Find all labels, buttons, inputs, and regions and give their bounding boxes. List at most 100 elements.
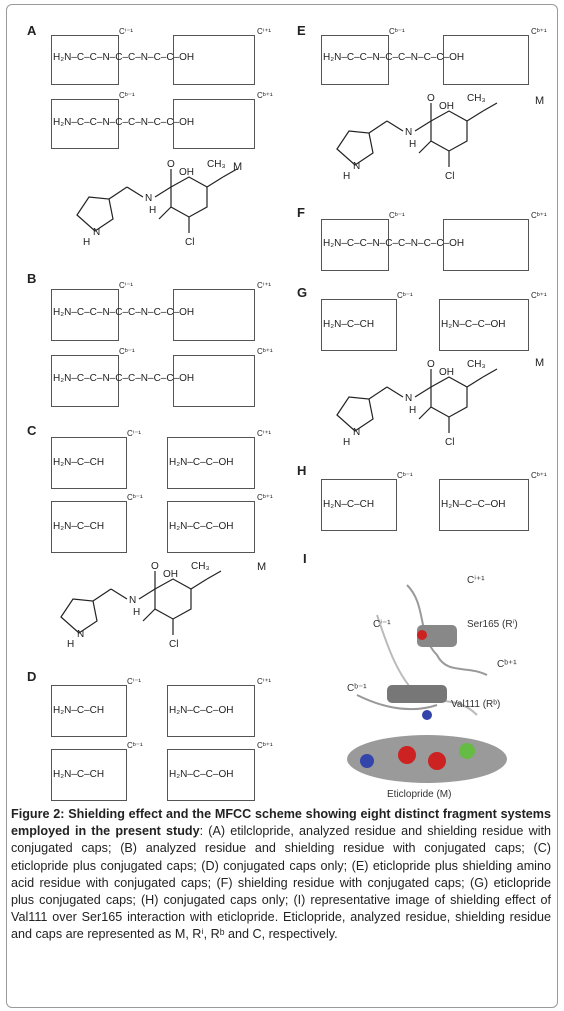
tripeptide-fragment: H₂N–C–C–N–C–C–N–C–C–OH — [323, 238, 465, 249]
cap-box — [439, 299, 529, 351]
svg-text:O: O — [427, 93, 435, 104]
svg-text:CH₃: CH₃ — [191, 561, 210, 572]
tripeptide-fragment: H₂N–C–C–N–C–C–N–C–C–OH — [323, 52, 465, 63]
tripeptide-fragment: H₂N–C–C–N–C–C–N–C–C–OH — [53, 307, 195, 318]
svg-text:H: H — [343, 437, 350, 448]
svg-text:N: N — [129, 595, 136, 606]
panel-label-c: C — [27, 423, 37, 438]
val111-label: Val111 (Rᵇ) — [451, 699, 500, 710]
cap-box — [51, 685, 127, 737]
svg-text:OH: OH — [163, 569, 178, 580]
cap-label: Cᵇ⁺¹ — [531, 27, 547, 36]
cap-box — [321, 219, 389, 271]
cap-label: Cᵇ⁻¹ — [127, 493, 143, 502]
svg-text:N: N — [405, 127, 412, 138]
caption-body: : (A) etilclopride, analyzed residue and… — [11, 824, 551, 942]
cap-fragment: H₂N–C–C–OH — [169, 521, 234, 532]
cap-box — [173, 99, 255, 149]
cap-label: Cᵇ⁺¹ — [531, 211, 547, 220]
svg-text:Cl: Cl — [445, 171, 454, 182]
cap-fragment: H₂N–C–CH — [53, 457, 105, 468]
cap-label: Cᵇ⁺¹ — [531, 291, 547, 300]
svg-text:N: N — [93, 227, 100, 238]
cap-label: Cⁱ⁺¹ — [257, 677, 272, 686]
cap-box — [321, 479, 397, 531]
tripeptide-fragment: H₂N–C–C–N–C–C–N–C–C–OH — [53, 52, 195, 63]
cap-box — [443, 35, 529, 85]
cap-label: Cⁱ⁺¹ — [467, 575, 485, 586]
cap-box — [167, 501, 255, 553]
eticlopride-structure: N H O OH CH₃ Cl N H — [76, 159, 238, 248]
cap-label: Cⁱ⁻¹ — [127, 677, 142, 686]
cap-box — [51, 501, 127, 553]
molecular-render: Ser165 (Rⁱ) Val111 (Rᵇ) Eticlopride (M) … — [347, 575, 518, 800]
cap-box — [167, 749, 255, 801]
svg-text:Cl: Cl — [169, 639, 178, 650]
cap-box — [173, 355, 255, 407]
molecule-label: M — [233, 161, 243, 173]
cap-box — [51, 289, 119, 341]
cap-label: Cⁱ⁺¹ — [257, 27, 272, 36]
panel-label-a: A — [27, 23, 37, 38]
eticlopride-structure: N H O OH CH₃ Cl N H — [336, 359, 498, 448]
cap-label: Cᵇ⁺¹ — [257, 91, 273, 100]
cap-fragment: H₂N–C–CH — [53, 705, 105, 716]
cap-label: Cⁱ⁻¹ — [373, 619, 391, 630]
cap-box — [51, 355, 119, 407]
eticlopride-structure: N H O OH CH₃ Cl N H — [336, 93, 498, 182]
cap-box — [51, 437, 127, 489]
svg-text:H: H — [409, 405, 416, 416]
cap-label: Cᵇ⁻¹ — [119, 347, 135, 356]
cap-box — [439, 479, 529, 531]
cap-fragment: H₂N–C–C–OH — [169, 769, 234, 780]
svg-text:CH₃: CH₃ — [207, 159, 226, 170]
figure-caption: Figure 2: Shielding effect and the MFCC … — [11, 806, 551, 944]
cap-fragment: H₂N–C–C–OH — [169, 457, 234, 468]
cap-box — [443, 219, 529, 271]
molecule-label: M — [535, 357, 545, 369]
svg-text:OH: OH — [439, 367, 454, 378]
cap-box — [173, 35, 255, 85]
svg-text:H: H — [409, 139, 416, 150]
molecule-label: M — [535, 95, 545, 107]
svg-text:O: O — [151, 561, 159, 572]
cap-box — [321, 299, 397, 351]
svg-text:H: H — [83, 237, 90, 248]
cap-label: Cᵇ⁺¹ — [257, 741, 273, 750]
cap-fragment: H₂N–C–CH — [323, 499, 375, 510]
cap-label: Cᵇ⁺¹ — [531, 471, 547, 480]
cap-label: Cᵇ⁺¹ — [257, 347, 273, 356]
cap-label: Cⁱ⁺¹ — [257, 281, 272, 290]
panel-label-h: H — [297, 463, 307, 478]
svg-text:OH: OH — [179, 167, 194, 178]
svg-text:OH: OH — [439, 101, 454, 112]
cap-label: Cᵇ⁻¹ — [389, 211, 405, 220]
cap-label: Cⁱ⁺¹ — [257, 429, 272, 438]
svg-text:Cl: Cl — [445, 437, 454, 448]
cap-fragment: H₂N–C–CH — [323, 319, 375, 330]
svg-text:CH₃: CH₃ — [467, 93, 486, 104]
cap-label: Cⁱ⁻¹ — [119, 281, 134, 290]
cap-box — [321, 35, 389, 85]
cap-fragment: H₂N–C–CH — [53, 521, 105, 532]
cap-box — [51, 749, 127, 801]
svg-text:Cl: Cl — [185, 237, 194, 248]
tripeptide-fragment: H₂N–C–C–N–C–C–N–C–C–OH — [53, 117, 195, 128]
eticlopride-label: Eticlopride (M) — [387, 789, 451, 800]
cap-label: Cᵇ⁻¹ — [347, 683, 367, 694]
cap-label: Cᵇ⁻¹ — [389, 27, 405, 36]
cap-label: Cᵇ⁻¹ — [397, 471, 413, 480]
cap-label: Cᵇ⁺¹ — [497, 659, 517, 670]
cap-label: Cᵇ⁺¹ — [257, 493, 273, 502]
panel-label-e: E — [297, 23, 306, 38]
eticlopride-structure: N H O OH CH₃ Cl N H — [60, 561, 222, 650]
cap-fragment: H₂N–C–C–OH — [441, 319, 506, 330]
panel-label-d: D — [27, 669, 37, 684]
cap-fragment: H₂N–C–C–OH — [169, 705, 234, 716]
cap-box — [167, 437, 255, 489]
panel-label-i: I — [303, 551, 307, 566]
cap-box — [51, 99, 119, 149]
cap-box — [51, 35, 119, 85]
cap-box — [173, 289, 255, 341]
svg-text:O: O — [167, 159, 175, 170]
